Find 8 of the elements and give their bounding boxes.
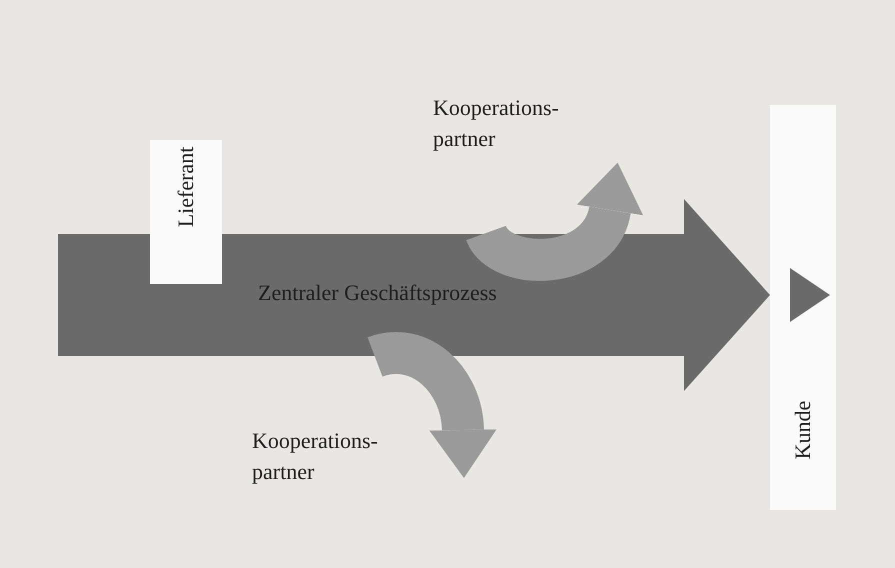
customer-band: Kunde [770, 105, 836, 510]
curved-arrow [369, 332, 496, 478]
curved-arrow [468, 164, 642, 281]
process-arrow [58, 199, 770, 391]
partner-label: Kooperations- partner [433, 94, 560, 153]
edge-label: Zentraler Geschäftsprozess [258, 280, 497, 306]
partner-label: Kooperations- partner [252, 427, 379, 486]
supplier-band: Lieferant [150, 140, 222, 234]
